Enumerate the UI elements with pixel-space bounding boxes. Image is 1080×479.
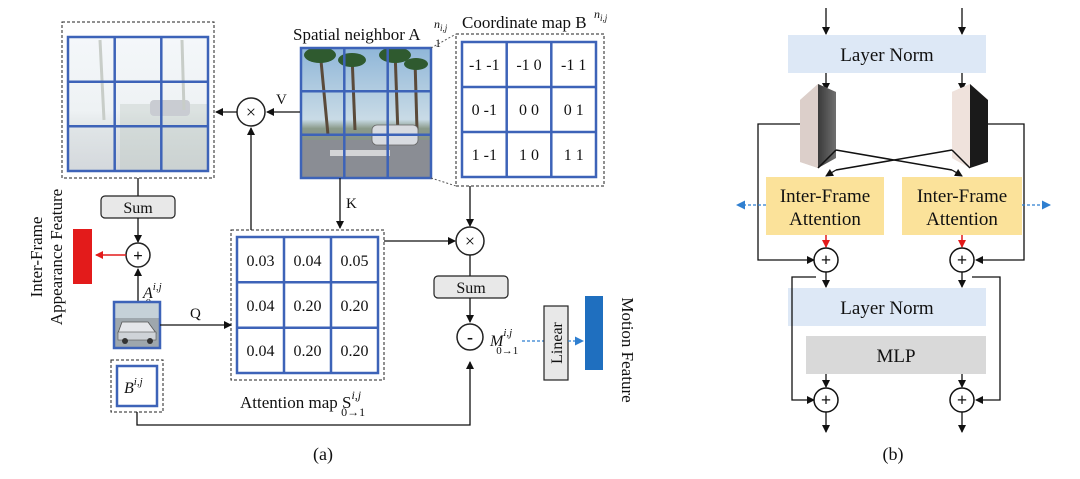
minus-symbol: - [467, 327, 473, 347]
b-box [115, 364, 159, 408]
plus-symbol: + [957, 390, 967, 410]
coordinate-map-sup: ni,j [594, 7, 608, 23]
multiply-symbol: × [465, 231, 475, 251]
linear-label: Linear [549, 321, 566, 363]
spatial-neighbor-sub: 1 [435, 36, 441, 50]
caption-a: (a) [313, 444, 333, 465]
coord-cell: 1 -1 [472, 147, 497, 164]
spatial-neighbor-image [299, 46, 433, 180]
attention-cell: 0.20 [294, 298, 322, 315]
coord-cell: 0 -1 [472, 102, 497, 119]
mlp-block [806, 336, 986, 374]
appearance-feature-label-2: Appearance Feature [47, 189, 66, 325]
attention-cell: 0.20 [294, 343, 322, 360]
panel-a: Spatial neighbor A ni,j 1 [27, 7, 637, 465]
minus-node [456, 323, 484, 351]
plus-symbol: + [957, 250, 967, 270]
attention-cell: 0.03 [247, 253, 275, 270]
appearance-feature-label-1: Inter-Frame [27, 217, 46, 298]
plus-symbol: + [821, 390, 831, 410]
layer-norm-top-label: Layer Norm [840, 45, 934, 66]
attention-cell: 0.04 [247, 298, 275, 315]
spatial-neighbor-sup: ni,j [434, 17, 448, 33]
coord-cell: 1 1 [564, 147, 584, 164]
attention-map-frame [230, 229, 385, 381]
linear-box [543, 305, 569, 381]
coord-cell: 0 0 [519, 102, 539, 119]
layer-norm-mid [788, 288, 986, 326]
attention-cell: 0.20 [341, 343, 369, 360]
query-image-a0 [112, 300, 162, 350]
weighted-neighbor-image [66, 35, 210, 173]
projection-block-left [800, 84, 836, 168]
weighted-neighbor-frame [61, 21, 215, 179]
projection-block-right [952, 84, 988, 168]
sum-right-label: Sum [456, 280, 486, 297]
coord-cell: -1 -1 [469, 57, 500, 74]
v-label: V [276, 92, 287, 108]
attention-cell: 0.04 [247, 343, 275, 360]
sum-left-label: Sum [123, 200, 153, 217]
q-label: Q [190, 306, 201, 322]
sum-right-box [433, 275, 509, 299]
attention-cell: 0.20 [341, 298, 369, 315]
plus-symbol: + [133, 246, 143, 265]
plus-symbol: + [821, 250, 831, 270]
coord-cell: 1 0 [519, 147, 539, 164]
coordinate-map-grid: -1 -1 -1 0 -1 1 0 -1 0 0 0 1 1 -1 1 0 1 … [460, 40, 598, 179]
attention-right-line1: Inter-Frame [917, 186, 1007, 207]
spatial-neighbor-label: Spatial neighbor A [293, 25, 421, 44]
appearance-feature-bar [73, 229, 92, 284]
mlp-label: MLP [876, 346, 915, 367]
attention-right-line2: Attention [926, 209, 998, 230]
coord-cell: -1 0 [516, 57, 541, 74]
k-label: K [346, 196, 357, 212]
coord-cell: -1 1 [561, 57, 586, 74]
layer-norm-mid-label: Layer Norm [840, 298, 934, 319]
motion-feature-label: Motion Feature [618, 297, 637, 402]
motion-feature-bar [585, 296, 603, 370]
inter-frame-attention-left [766, 177, 884, 235]
coord-cell: 0 1 [564, 102, 584, 119]
attention-cell: 0.05 [341, 253, 369, 270]
multiply-symbol: × [246, 102, 256, 122]
attention-left-line2: Attention [789, 209, 861, 230]
coordinate-map-label: Coordinate map B [462, 13, 587, 32]
attention-left-line1: Inter-Frame [780, 186, 870, 207]
panel-b: Layer Norm Inter-Frame Attention [736, 8, 1051, 465]
b-box-label: Bi,j [124, 376, 143, 397]
inter-frame-attention-right [902, 177, 1022, 235]
caption-b: (b) [883, 444, 904, 465]
attention-cell: 0.04 [294, 253, 322, 270]
attention-map-grid: 0.03 0.04 0.05 0.04 0.20 0.20 0.04 0.20 … [235, 235, 380, 375]
layer-norm-top [788, 35, 986, 73]
